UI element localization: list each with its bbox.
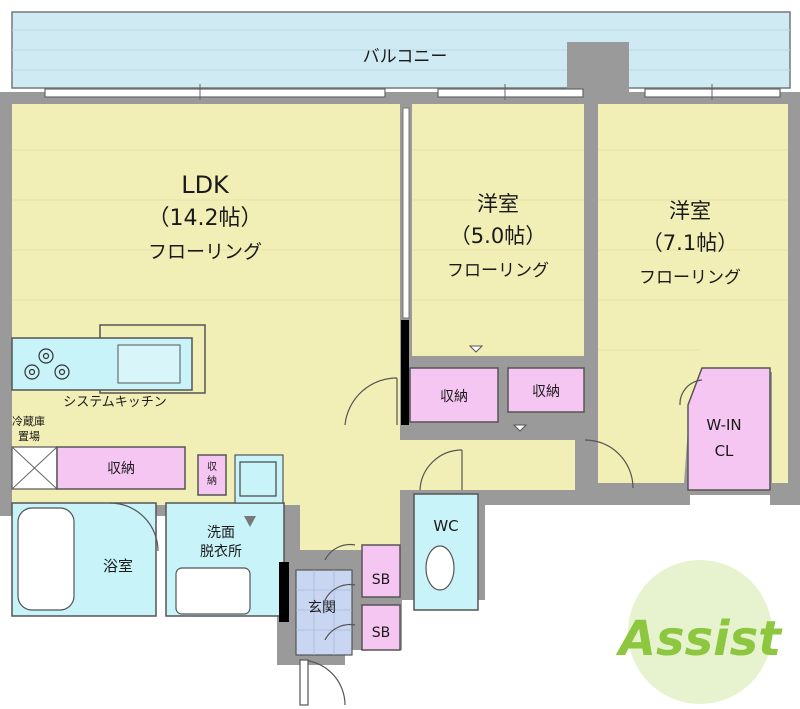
western-room-1-name: 洋室 <box>477 192 519 216</box>
ldk-size: （14.2帖） <box>148 206 263 231</box>
walk-in-closet-label-2: CL <box>715 442 734 460</box>
walk-in-closet-label-1: W-IN <box>706 416 741 434</box>
floor-grain <box>12 149 788 351</box>
fridge-label-2: 置場 <box>18 430 40 443</box>
wash-basin-icon <box>175 567 251 615</box>
western-room-1-floor-type: フローリング <box>447 261 549 281</box>
stove-icon <box>24 348 70 380</box>
storage-small <box>197 454 227 496</box>
western-room-2-floor <box>598 104 788 483</box>
western-room-1-size: （5.0帖） <box>450 224 546 248</box>
ldk-floor-type: フローリング <box>148 241 262 263</box>
kitchen-label: システムキッチン <box>63 395 167 410</box>
storage-western-1 <box>409 367 499 423</box>
storage-small-label-2: 納 <box>207 474 217 487</box>
entrance-label: 玄関 <box>308 599 336 616</box>
western-room-2-size: （7.1帖） <box>642 231 738 255</box>
arrow-down-icon <box>244 516 256 527</box>
kitchen-sink <box>117 344 181 384</box>
walk-in-closet <box>687 367 771 491</box>
sliding-door <box>402 107 410 319</box>
washing-machine-space <box>234 454 284 504</box>
washroom-label-1: 洗面 <box>207 525 235 541</box>
ldk-name: LDK <box>181 171 230 199</box>
toilet-label: WC <box>433 517 458 535</box>
toilet-icon <box>425 545 455 591</box>
storage-ldk <box>56 446 186 490</box>
storage-small-label-1: 収 <box>207 461 217 473</box>
balcony-hatch <box>12 29 790 71</box>
washroom-label-2: 脱衣所 <box>200 544 242 560</box>
doors <box>109 345 703 706</box>
washing-machine-icon <box>239 461 277 497</box>
entrance-tiles <box>296 570 352 655</box>
shoebox-1-label: SB <box>372 572 391 588</box>
storage-ldk-label: 収納 <box>107 461 135 477</box>
balcony-label: バルコニー <box>363 47 448 67</box>
western-room-2-name: 洋室 <box>669 199 711 223</box>
wall-accent <box>401 320 409 425</box>
shoebox-1 <box>361 544 401 598</box>
window-western-1 <box>437 88 584 98</box>
window-ldk <box>44 88 386 98</box>
storage-western-2-label: 収納 <box>532 384 560 400</box>
western-room-2-floor-type: フローリング <box>639 268 741 288</box>
shoebox-2 <box>361 604 401 651</box>
logo-circle <box>628 560 772 704</box>
entrance-wall-accent <box>279 562 289 622</box>
storage-western-1-label: 収納 <box>440 389 468 405</box>
entrance-floor <box>295 569 353 656</box>
bathroom-label: 浴室 <box>103 557 133 575</box>
shoebox-2-label: SB <box>372 625 391 641</box>
western-room-1-floor <box>412 104 584 356</box>
partition-wall-western <box>584 104 598 444</box>
storage-western-2 <box>507 367 585 413</box>
bathtub-icon <box>17 507 75 611</box>
logo-text: Assist <box>615 611 783 667</box>
fridge-label-1: 冷蔵庫 <box>12 414 45 428</box>
